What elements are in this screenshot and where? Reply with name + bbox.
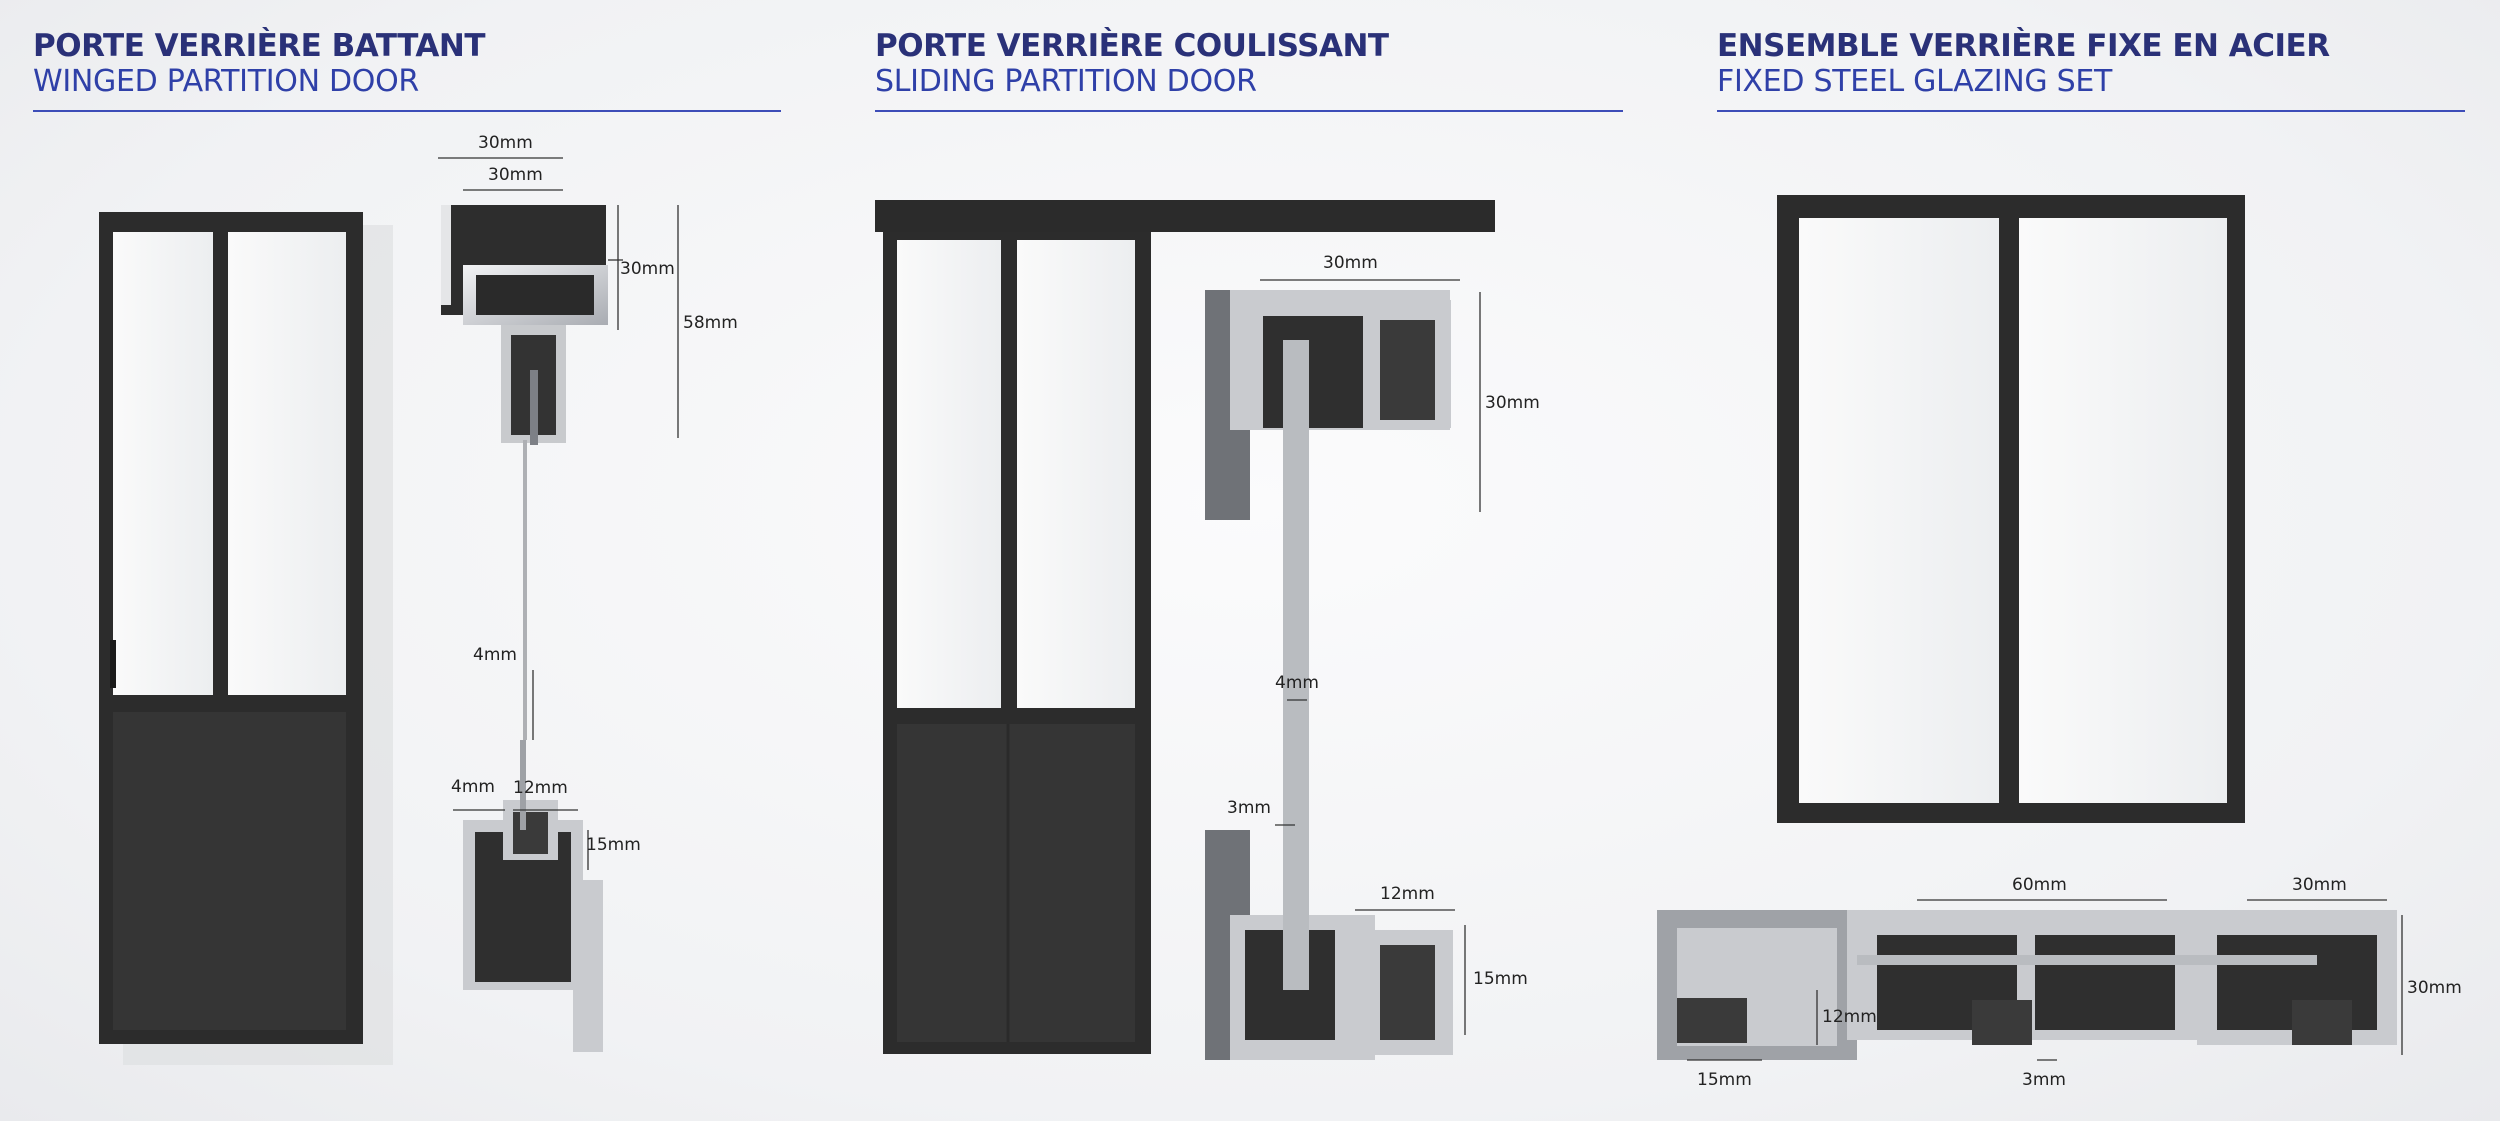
panel-header: PORTE VERRIÈRE BATTANT WINGED PARTITION … [33,28,813,100]
dim-label: 3mm [1227,798,1271,818]
fixed-glazing-drawing: 60mm 30mm 30mm 12mm 15mm 3mm [1657,195,2462,1090]
dim-label: 30mm [2292,875,2347,895]
panel-title-en: FIXED STEEL GLAZING SET [1717,64,2112,99]
glass-pane [523,440,527,740]
header-rule [875,110,1623,112]
dim-label: 30mm [1323,253,1378,273]
bottom-profile-section [1205,650,1453,1060]
panel-title-fr: PORTE VERRIÈRE BATTANT [33,28,486,64]
panel-fixed-glazing: ENSEMBLE VERRIÈRE FIXE EN ACIER FIXED ST… [1657,0,2497,1121]
dim-label: 15mm [1697,1070,1752,1090]
header-rule [33,110,781,112]
sliding-door-drawing: 30mm 30mm 4mm 3mm 12mm 15mm [875,200,1540,1060]
header-rule [1717,110,2465,112]
bottom-profile-section [463,740,603,1052]
dim-label: 60mm [2012,875,2067,895]
panel-title-fr: PORTE VERRIÈRE COULISSANT [875,28,1389,64]
dim-label: 30mm [2407,978,2462,998]
profile-cross-section [1657,910,2397,1060]
dim-label: 15mm [1473,969,1528,989]
fixed-window-elevation [1777,195,2245,823]
dim-label: 4mm [473,645,517,665]
dim-label: 15mm [586,835,641,855]
panel-title-en: WINGED PARTITION DOOR [33,64,419,99]
top-profile-section [441,205,608,740]
panel-sliding-door: PORTE VERRIÈRE COULISSANT SLIDING PARTIT… [875,0,1655,1121]
glass-pane [1857,955,2317,965]
dim-label: 4mm [1275,673,1319,693]
dim-label: 30mm [478,133,533,153]
panel-header: ENSEMBLE VERRIÈRE FIXE EN ACIER FIXED ST… [1717,28,2497,100]
dim-label: 4mm [451,777,495,797]
door-handle [110,640,116,688]
winged-door-elevation [99,212,363,1044]
panel-title-fr: ENSEMBLE VERRIÈRE FIXE EN ACIER [1717,28,2330,64]
dim-label: 30mm [620,259,675,279]
dim-label: 30mm [1485,393,1540,413]
panel-winged-door: PORTE VERRIÈRE BATTANT WINGED PARTITION … [33,0,813,1121]
dim-label: 12mm [513,778,568,798]
sliding-door-elevation [883,232,1151,1054]
dim-label: 30mm [488,165,543,185]
dim-label: 12mm [1380,884,1435,904]
panel-header: PORTE VERRIÈRE COULISSANT SLIDING PARTIT… [875,28,1655,100]
glass-pane [1283,340,1309,650]
sliding-rail [875,200,1495,232]
winged-door-drawing: 30mm 30mm 30mm 58mm 4mm 4mm 12mm 15mm [99,133,738,1065]
panel-title-en: SLIDING PARTITION DOOR [875,64,1257,99]
dim-label: 12mm [1822,1007,1877,1027]
dim-label: 58mm [683,313,738,333]
top-profile-section [1205,290,1451,650]
dim-label: 3mm [2022,1070,2066,1090]
